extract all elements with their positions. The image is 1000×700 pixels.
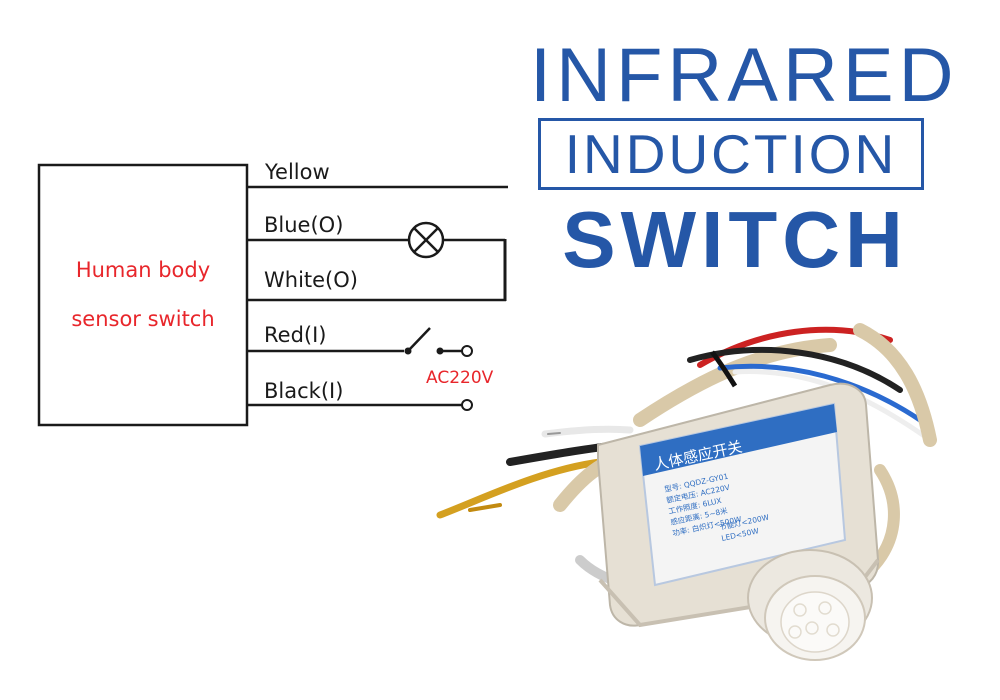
pir-lens-icon [747, 549, 873, 661]
title-frame [538, 118, 924, 190]
wire-label-red: Red(I) [264, 323, 327, 347]
terminal-red [461, 345, 473, 357]
lamp-icon [407, 221, 445, 259]
sensor-module-box [37, 163, 249, 427]
sensor-housing [597, 382, 880, 628]
title-line1: INFRARED [530, 33, 959, 118]
wire-label-blue: Blue(O) [264, 213, 344, 237]
title-line2: INDUCTION [564, 123, 898, 185]
zip-tie [710, 350, 738, 388]
title-line3: SWITCH [562, 195, 908, 284]
terminal-black [461, 399, 473, 411]
module-label-line1: Human body [75, 258, 211, 282]
wire-label-white: White(O) [264, 268, 358, 292]
module-label-line2: sensor switch [71, 307, 215, 331]
wire-label-yellow: Yellow [265, 160, 330, 184]
switch-icon [404, 327, 462, 355]
supply-voltage-label: AC220V [426, 368, 494, 388]
wire-label-black: Black(I) [264, 379, 344, 403]
